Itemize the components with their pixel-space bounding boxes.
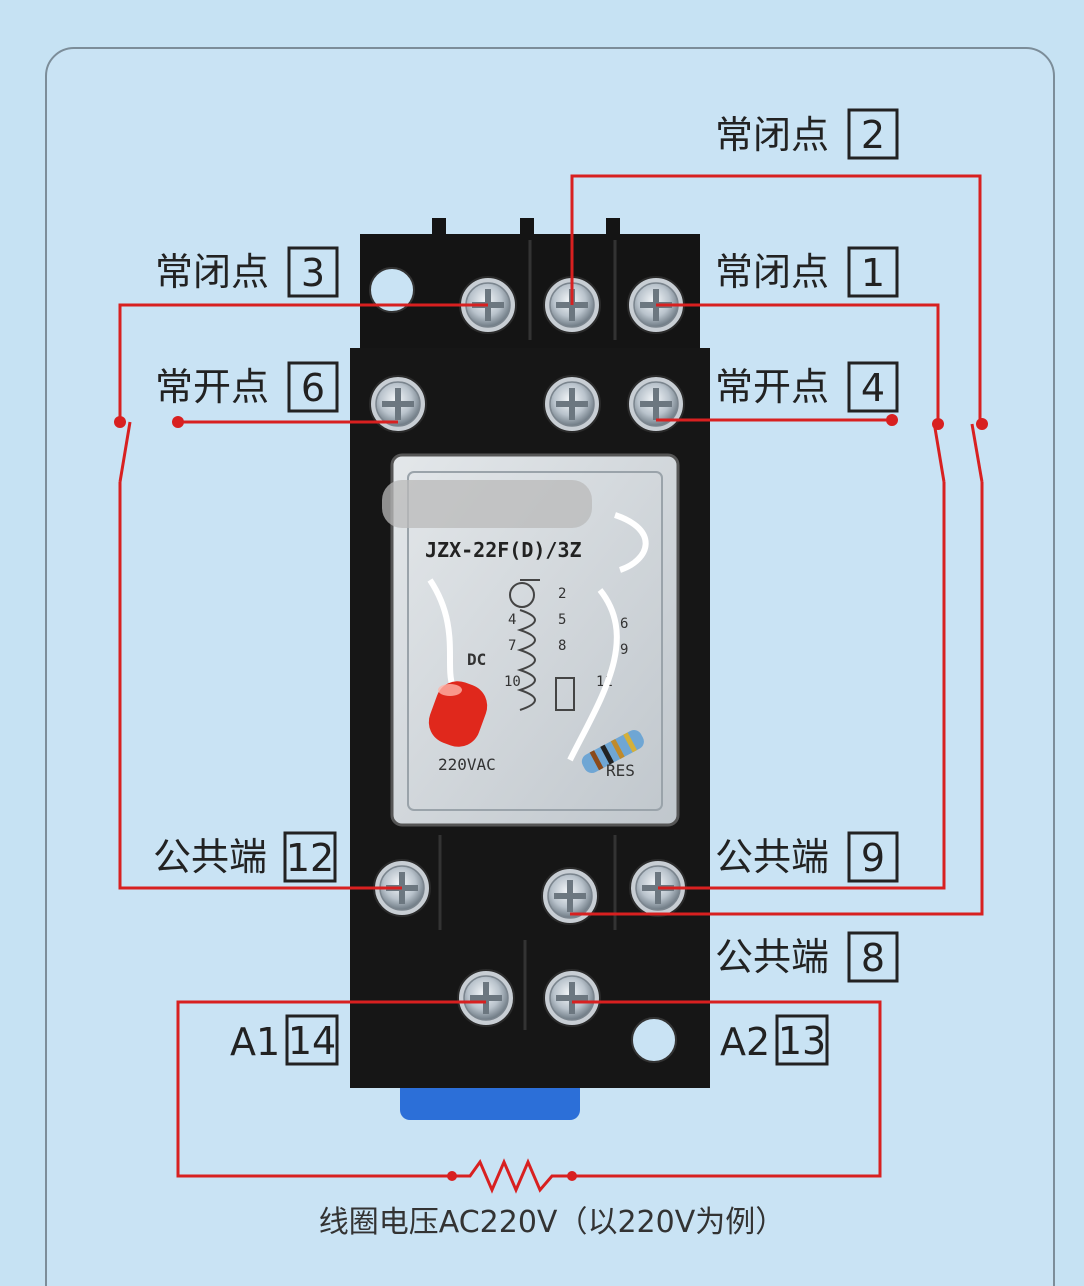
num-t13: 13: [778, 1019, 826, 1063]
voltage-mark: 220VAC: [438, 755, 496, 774]
res-label: RES: [606, 761, 635, 780]
label-t12: 公共端: [153, 835, 267, 879]
wiring: [114, 174, 988, 1194]
terminal-labels: 常闭点 2 常闭点 3 常闭点 1 常开点 6 常开点 4 公共端 12 公共端…: [153, 108, 899, 1066]
terminal-screw-icon-6: [369, 375, 427, 433]
internal-num-7: 7: [508, 638, 516, 654]
label-t8: 公共端: [715, 935, 829, 979]
wire-nc-2: [570, 174, 982, 420]
switch-contact-icon-left: [118, 421, 132, 483]
num-t3: 3: [301, 251, 325, 295]
mount-hole-top: [369, 267, 415, 313]
wire-nc-3: [118, 303, 488, 420]
coil-voltage-caption: 线圈电压AC220V（以220V为例）: [319, 1205, 786, 1240]
terminal-screw-icon-14: [457, 969, 515, 1027]
terminal-screw-icon-4: [627, 375, 685, 433]
label-t2: 常闭点: [715, 113, 829, 157]
switch-contact-icon-right: [932, 421, 946, 483]
terminal-screw-icon-8: [541, 867, 599, 925]
label-t6: 常开点: [155, 365, 269, 409]
label-t13: A2: [720, 1020, 770, 1064]
relay-case: JZX-22F(D)/3Z 2 4 5 6 7 8 9 10 11 DC: [382, 453, 680, 827]
wire-com-8: [570, 482, 984, 916]
num-t12: 12: [286, 836, 334, 880]
terminal-screw-icon-13: [543, 969, 601, 1027]
internal-num-8: 8: [558, 638, 566, 654]
switch-contact-icon-far-right: [970, 423, 984, 483]
num-t2: 2: [861, 113, 885, 157]
num-t1: 1: [861, 251, 885, 295]
wire-a2-13: [572, 1000, 882, 1178]
dc-mark: DC: [467, 650, 486, 669]
wire-com-12: [118, 482, 402, 890]
internal-num-2: 2: [558, 586, 566, 602]
internal-num-10: 10: [504, 674, 521, 690]
resistor-icon: [581, 730, 644, 774]
label-t4: 常开点: [715, 365, 829, 409]
num-t14: 14: [288, 1019, 336, 1063]
wire-nc-1: [656, 303, 940, 420]
resistor-zigzag-icon: [452, 1158, 572, 1194]
label-t14: A1: [230, 1020, 280, 1064]
num-t4: 4: [861, 366, 885, 410]
num-t8: 8: [861, 936, 885, 980]
label-t3: 常闭点: [155, 250, 269, 294]
label-t1: 常闭点: [715, 250, 829, 294]
terminal-screw-icon-5: [543, 375, 601, 433]
label-t9: 公共端: [715, 835, 829, 879]
wire-a1-14: [176, 1000, 486, 1178]
internal-num-6: 6: [620, 616, 628, 632]
num-t9: 9: [861, 836, 885, 880]
blurred-brand: [382, 480, 592, 528]
internal-num-9: 9: [620, 642, 628, 658]
mount-hole-bottom: [631, 1017, 677, 1063]
num-t6: 6: [301, 366, 325, 410]
wire-com-9: [658, 482, 946, 890]
led-icon: [428, 681, 488, 747]
relay-model: JZX-22F(D)/3Z: [425, 538, 582, 562]
internal-num-4: 4: [508, 612, 516, 628]
internal-num-5: 5: [558, 612, 566, 628]
